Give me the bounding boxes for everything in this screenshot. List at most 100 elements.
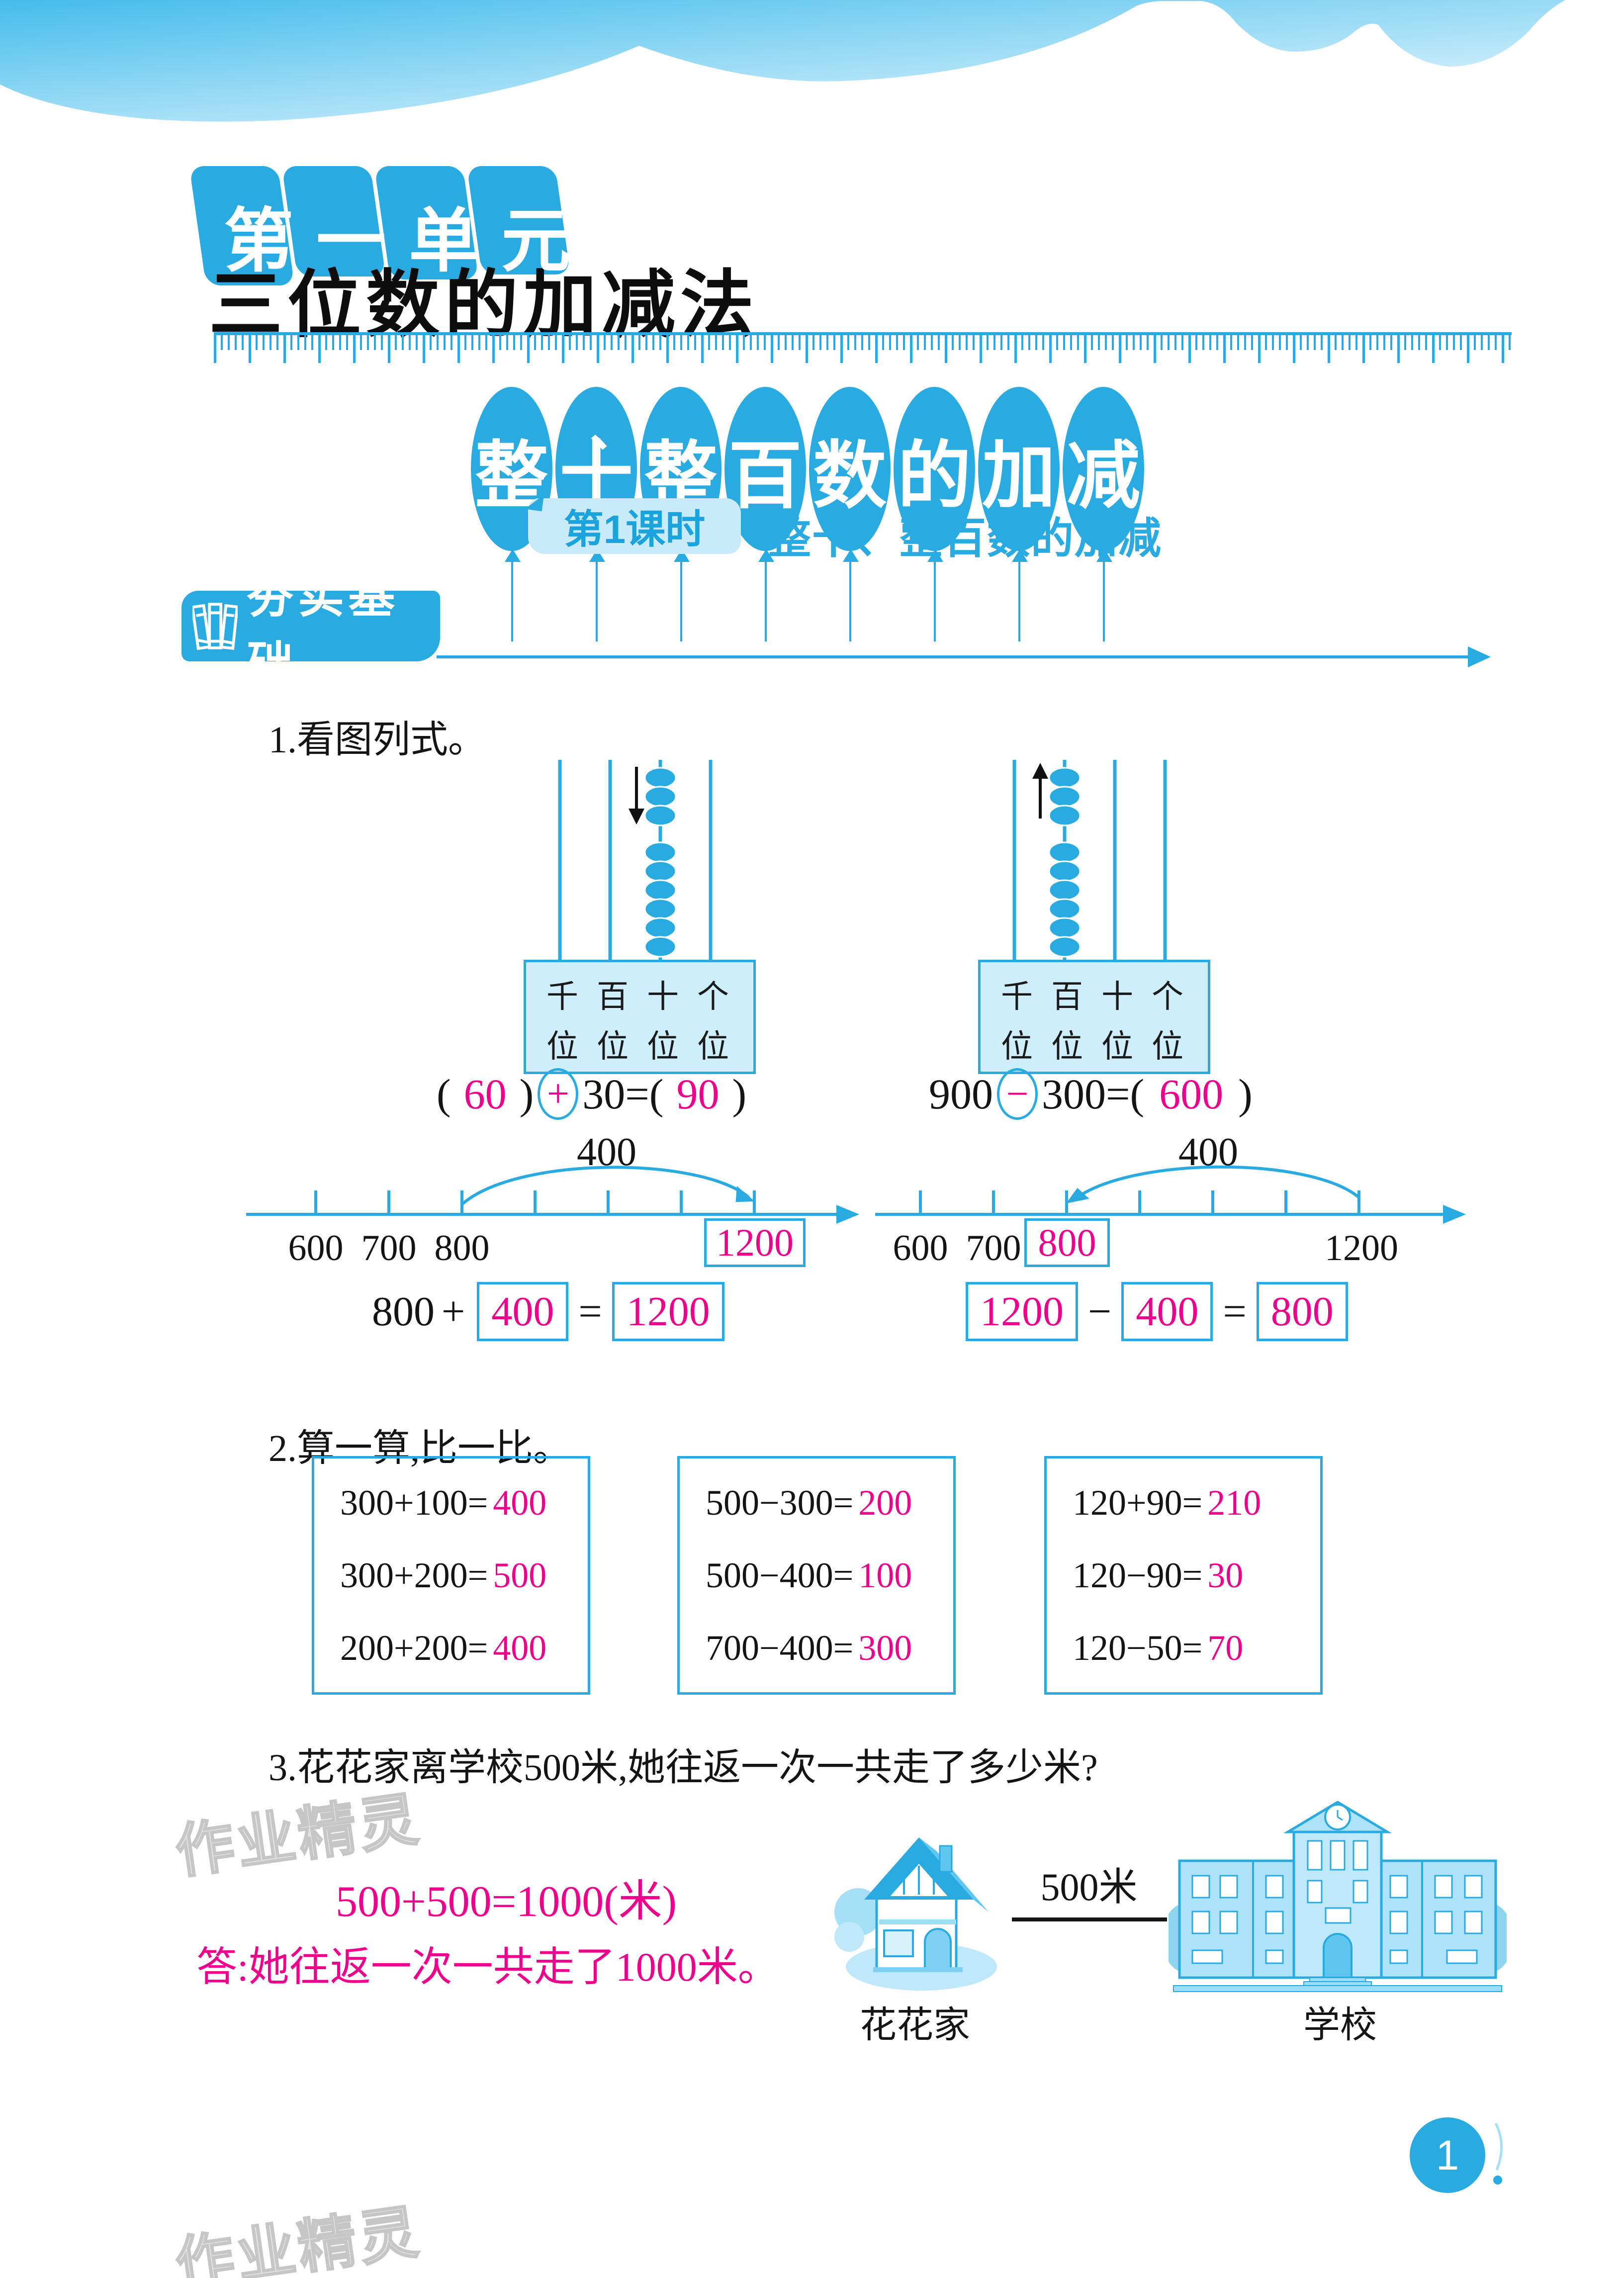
calc-row: 300+200=500 <box>340 1555 588 1596</box>
calc-row: 700−400=300 <box>706 1628 953 1669</box>
calc-box: 500−300=200 500−400=100 700−400=300 <box>677 1456 956 1695</box>
place-label: 十 <box>1101 979 1133 1014</box>
school-icon <box>1169 1801 1507 1992</box>
beads-existing <box>644 841 677 958</box>
calc-row: 500−400=100 <box>706 1555 953 1596</box>
place-label: 百 <box>1051 979 1083 1014</box>
number-line <box>875 1165 1466 1224</box>
balloon-knot <box>843 549 859 562</box>
place-label: 位 <box>1152 1029 1183 1064</box>
balloon-string <box>680 562 682 641</box>
tick-label: 800 <box>434 1228 490 1269</box>
tick-label: 1200 <box>1325 1228 1398 1269</box>
arrow-right-icon <box>1468 646 1491 667</box>
beads-removed <box>1048 767 1081 826</box>
answer: 200 <box>858 1482 912 1523</box>
number-line <box>246 1166 859 1224</box>
q2-label: 2.算一算,比一比。 <box>269 1428 571 1469</box>
place-label: 位 <box>546 1029 578 1064</box>
answer-box: 1200 <box>966 1282 1078 1341</box>
balloon-string <box>765 562 767 641</box>
balloon-char: 减 <box>1067 436 1140 518</box>
calc-row: 300+100=400 <box>340 1482 588 1524</box>
calc-row: 200+200=400 <box>340 1628 588 1669</box>
q3-answer: 答:她往返一次一共走了1000米。 <box>196 1944 779 1990</box>
answer-box: 400 <box>477 1282 569 1341</box>
expression: 700−400= <box>706 1628 854 1668</box>
paren: ( <box>649 1070 664 1118</box>
number: 800 <box>372 1288 435 1335</box>
answer: 400 <box>493 1628 547 1668</box>
q3-label: 3.花花家离学校500米,她往返一次一共走了多少米? <box>269 1747 1098 1789</box>
tick-label: 600 <box>288 1228 344 1269</box>
unit-badge-char: 单 <box>408 202 478 280</box>
balloon-string <box>511 562 513 641</box>
lesson-badge-label: 第1课时 <box>563 507 706 551</box>
section-badge: 夯实基础 <box>181 570 440 690</box>
answer-box: 800 <box>1256 1282 1348 1341</box>
answer-blank: 600 <box>1159 1070 1224 1118</box>
expression: 300+200= <box>340 1555 488 1595</box>
balloon-string <box>934 562 936 641</box>
cloud-decoration <box>0 0 1565 122</box>
place-label: 位 <box>697 1029 729 1064</box>
paren: ) <box>519 1070 534 1118</box>
answer: 70 <box>1207 1628 1244 1668</box>
balloon-char: 数 <box>813 436 887 518</box>
circled-plus-icon: + <box>538 1068 579 1120</box>
paren: ) <box>732 1070 747 1118</box>
tick-label: 700 <box>966 1228 1021 1269</box>
jump-arc <box>1071 1165 1360 1203</box>
place-label: 千 <box>1001 979 1033 1014</box>
calc-row: 120+90=210 <box>1073 1482 1320 1524</box>
balloon-char: 百 <box>728 436 802 518</box>
page-number: 1 <box>1436 2131 1459 2179</box>
given-number: 900 <box>929 1070 993 1118</box>
expression: 500−400= <box>706 1555 854 1595</box>
balloon: 的 <box>894 387 976 645</box>
calc-row: 120−90=30 <box>1073 1555 1320 1596</box>
numline-left-equation: 800 + 400 = 1200 <box>372 1282 729 1341</box>
balloon-string <box>1018 562 1020 641</box>
place-label: 位 <box>1001 1029 1033 1064</box>
watermark: 作业精灵 <box>171 2198 426 2278</box>
unit-badge-char: 一 <box>316 202 386 280</box>
paren: ( <box>1130 1070 1145 1118</box>
beads-existing <box>1048 841 1081 958</box>
beads-added <box>644 767 677 826</box>
up-arrow-icon <box>1032 763 1048 819</box>
answer: 100 <box>858 1555 912 1595</box>
balloon-knot <box>1096 549 1112 562</box>
balloon: 百 <box>724 387 807 645</box>
unit-badge-ribbon <box>191 166 569 285</box>
expression: 500−300= <box>706 1482 854 1523</box>
distance-line <box>1012 1917 1167 1921</box>
paren: ( <box>437 1070 451 1118</box>
answer: 210 <box>1207 1482 1262 1523</box>
balloon-string <box>1103 562 1105 641</box>
q1-label: 1.看图列式。 <box>269 719 486 761</box>
balloon-comma: 、 <box>589 404 637 456</box>
paren: ) <box>1238 1070 1253 1118</box>
section-badge-label: 夯实基础 <box>247 570 399 690</box>
q3-working: 500+500=1000(米) <box>336 1878 677 1926</box>
place-label: 个 <box>697 979 729 1014</box>
answer: 400 <box>493 1482 547 1523</box>
given-number: 30 <box>582 1070 626 1118</box>
answer-blank: 90 <box>676 1070 720 1118</box>
expression: 200+200= <box>340 1628 488 1668</box>
answer: 500 <box>493 1555 547 1595</box>
unit-badge-char: 第 <box>223 202 293 280</box>
equals-sign: = <box>625 1070 649 1118</box>
numline-right-equation: 1200 − 400 = 800 <box>961 1282 1353 1341</box>
house-icon <box>834 1837 997 1991</box>
expression: 300+100= <box>340 1482 488 1523</box>
place-label: 十 <box>647 979 679 1014</box>
jump-arc <box>461 1166 750 1206</box>
abacus-addition <box>558 760 713 960</box>
calc-box: 120+90=210 120−90=30 120−50=70 <box>1044 1456 1323 1695</box>
boxed-answer: 800 <box>1024 1218 1110 1267</box>
calc-row: 500−300=200 <box>706 1482 953 1524</box>
answer-blank: 60 <box>463 1070 507 1118</box>
page-corner-decoration <box>1493 2122 1503 2185</box>
